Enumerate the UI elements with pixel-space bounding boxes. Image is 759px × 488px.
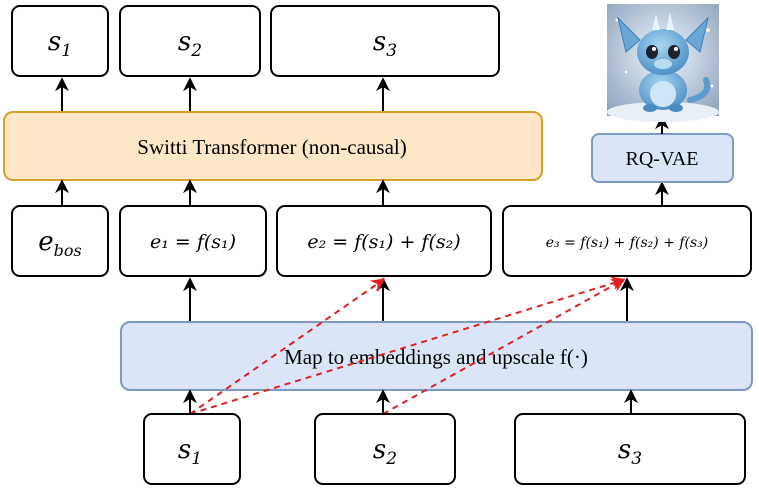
- dashed-arrow-s1-to-e3: [189, 276, 626, 415]
- dashed-arrow-s2-to-e3: [382, 278, 626, 415]
- svg-text:Map to embeddings and upscale: Map to embeddings and upscale f(·): [284, 345, 588, 369]
- map-embeddings-block: Map to embeddings and upscale f(·): [120, 321, 753, 391]
- svg-text:e₁ = f(s₁): e₁ = f(s₁): [150, 231, 236, 253]
- bottom-input-s3: s3: [514, 413, 746, 485]
- switti-transformer-block: Switti Transformer (non-causal): [3, 111, 543, 181]
- top-output-s1: s1: [11, 5, 109, 77]
- svg-text:s3: s3: [618, 435, 642, 469]
- rq-vae-block: RQ-VAE: [591, 133, 734, 183]
- embedding-e-bos: ebos: [11, 205, 109, 277]
- embedding-e2: e₂ = f(s₁) + f(s₂): [276, 205, 492, 277]
- bottom-input-s2: s2: [314, 413, 456, 485]
- svg-text:s1: s1: [48, 27, 72, 61]
- svg-text:s1: s1: [178, 435, 202, 469]
- svg-text:e₂ = f(s₁) + f(s₂): e₂ = f(s₁) + f(s₂): [307, 231, 460, 253]
- svg-text:s2: s2: [373, 435, 397, 469]
- embedding-e3: e₃ = f(s₁) + f(s₂) + f(s₃): [502, 205, 752, 277]
- top-output-s3: s3: [270, 5, 500, 77]
- top-output-s2: s2: [119, 5, 261, 77]
- svg-text:Switti Transformer (non-causal: Switti Transformer (non-causal): [137, 135, 406, 159]
- dragon-image: [607, 4, 719, 122]
- bottom-input-s1: s1: [143, 413, 241, 485]
- svg-text:ebos: ebos: [38, 227, 81, 260]
- svg-text:s2: s2: [178, 27, 202, 61]
- svg-text:e₃ = f(s₁) + f(s₂) + f(s₃): e₃ = f(s₁) + f(s₂) + f(s₃): [546, 235, 709, 251]
- svg-text:RQ-VAE: RQ-VAE: [626, 148, 699, 170]
- embedding-e1: e₁ = f(s₁): [119, 205, 267, 277]
- svg-text:s3: s3: [373, 27, 397, 61]
